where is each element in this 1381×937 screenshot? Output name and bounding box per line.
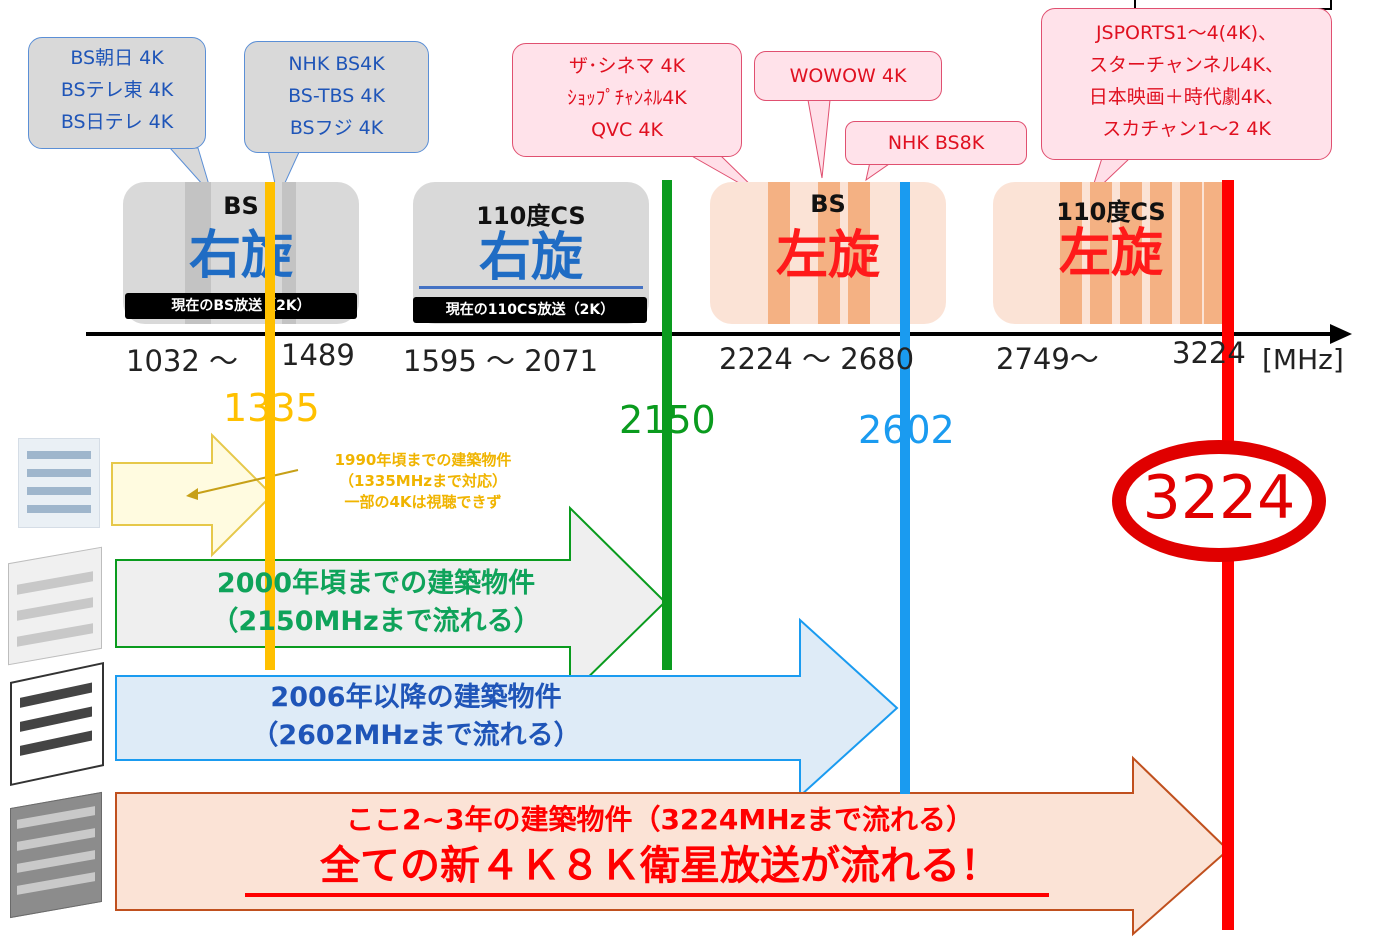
callout-line: NHK BS8K — [887, 132, 985, 154]
range-bs-start: 1032 ～ — [126, 344, 239, 378]
callout-line: 日本映画＋時代劇4K、 — [1088, 86, 1285, 108]
arrow-line: （2602MHzまで流れる） — [251, 720, 581, 751]
cs-left-top-label: 110度CS — [1056, 198, 1166, 226]
axis-arrowhead — [1330, 324, 1352, 344]
range-cs-left-start: 2749～ — [996, 342, 1099, 376]
marker-2150: 2150 — [619, 398, 716, 442]
arrow-new-text-2: 全ての新４Ｋ８Ｋ衛星放送が流れる！ — [320, 843, 1000, 889]
band-cs-left-6 — [1204, 182, 1222, 324]
arrow-new — [115, 755, 1230, 937]
axis-unit: [MHz] — [1262, 343, 1344, 376]
band-bs-left-2 — [818, 182, 840, 324]
callout-cinema: ザ･シネマ 4K ｼｮｯﾌﾟﾁｬﾝﾈﾙ4K QVC 4K — [512, 43, 742, 157]
callout-jsports: JSPORTS1～4(4K)、 スターチャンネル4K、 日本映画＋時代劇4K、 … — [1041, 8, 1332, 160]
range-bs-end: 1489 — [281, 338, 355, 372]
callout-tail-wowow — [807, 99, 831, 179]
range-cs-right: 1595 ～ 2071 — [403, 344, 599, 378]
callout-line: スターチャンネル4K、 — [1089, 54, 1284, 76]
arrow-line: 2006年以降の建築物件 — [270, 682, 562, 713]
arrow-line: 2000年頃までの建築物件 — [216, 568, 536, 599]
bs-right-top-label: BS — [223, 192, 259, 220]
cs-left-main-label: 左旋 — [1058, 224, 1163, 284]
band-cs-left-3 — [1120, 182, 1142, 324]
arrow-2006-text: 2006年以降の建築物件 （2602MHzまで流れる） — [116, 679, 716, 755]
callout-line: QVC 4K — [591, 119, 663, 141]
band-bs-right-2 — [282, 182, 296, 324]
building-2006-icon — [10, 662, 104, 786]
arrow-line: 1990年頃までの建築物件 — [334, 451, 512, 469]
callout-wowow: WOWOW 4K — [754, 51, 942, 101]
cs-right-top-label: 110度CS — [476, 202, 586, 230]
band-cs-left-2 — [1090, 182, 1112, 324]
callout-line: ザ･シネマ 4K — [568, 55, 686, 77]
callout-nhk-bs8k: NHK BS8K — [845, 121, 1027, 165]
callout-nhk-bs4k: NHK BS4K BS-TBS 4K BSフジ 4K — [244, 41, 429, 153]
line-1335 — [265, 182, 275, 670]
bs-right-main-label: 右旋 — [188, 226, 293, 286]
arrow-line: 一部の4Kは視聴できず — [344, 493, 502, 511]
bs-left-main-label: 左旋 — [775, 226, 880, 286]
band-cs-left-4 — [1150, 182, 1172, 324]
pointer-1990 — [189, 469, 299, 496]
cs-right-main-label: 右旋 — [478, 228, 583, 288]
building-1990-icon — [18, 438, 100, 528]
arrow-2006 — [115, 617, 899, 799]
line-2150 — [662, 180, 672, 670]
arrow-new-underline — [245, 893, 1049, 897]
current-cs-bar: 現在の110CS放送（2K） — [413, 297, 647, 323]
line-2602 — [900, 182, 910, 794]
arrow-new-text-1: ここ2~3年の建築物件（3224MHzまで流れる） — [346, 803, 974, 836]
callout-bs-asahi: BS朝日 4K BSテレ東 4K BS日テレ 4K — [28, 37, 206, 149]
building-2000-icon — [8, 546, 102, 666]
band-bs-left-3 — [848, 182, 870, 324]
callout-line: BS-TBS 4K — [288, 85, 385, 107]
highlight-3224-label: 3224 — [1142, 463, 1296, 533]
callout-line: ｼｮｯﾌﾟﾁｬﾝﾈﾙ4K — [567, 87, 687, 109]
callout-line: BSテレ東 4K — [60, 79, 174, 101]
arrow-2000 — [115, 505, 667, 698]
callout-line: BS朝日 4K — [70, 47, 164, 69]
callout-line: JSPORTS1～4(4K)、 — [1095, 22, 1278, 44]
arrow-line: （2150MHzまで流れる） — [211, 606, 541, 637]
callout-line: スカチャン1～2 4K — [1102, 118, 1271, 140]
callout-line: NHK BS4K — [288, 53, 385, 75]
bs-left-top-label: BS — [810, 190, 846, 218]
band-bs-left-1 — [768, 182, 790, 324]
current-bs-bar: 現在のBS放送（2K） — [125, 293, 357, 319]
building-new-icon — [10, 791, 102, 919]
arrow-line: （1335MHzまで対応） — [339, 472, 507, 490]
callout-line: BS日テレ 4K — [60, 111, 174, 133]
arrow-2000-text: 2000年頃までの建築物件 （2150MHzまで流れる） — [116, 565, 636, 641]
marker-1335: 1335 — [223, 386, 320, 430]
range-bs-left: 2224 ～ 2680 — [719, 342, 915, 376]
marker-2602: 2602 — [858, 408, 955, 452]
range-cs-left-end: 3224 — [1172, 336, 1246, 370]
band-cs-left-1 — [1060, 182, 1082, 324]
underline-cs-right — [419, 286, 643, 289]
band-cs-left-5 — [1180, 182, 1202, 324]
callout-line: WOWOW 4K — [789, 65, 907, 87]
arrow-1990-text: 1990年頃までの建築物件 （1335MHzまで対応） 一部の4Kは視聴できず — [288, 450, 558, 513]
callout-line: BSフジ 4K — [289, 117, 384, 139]
